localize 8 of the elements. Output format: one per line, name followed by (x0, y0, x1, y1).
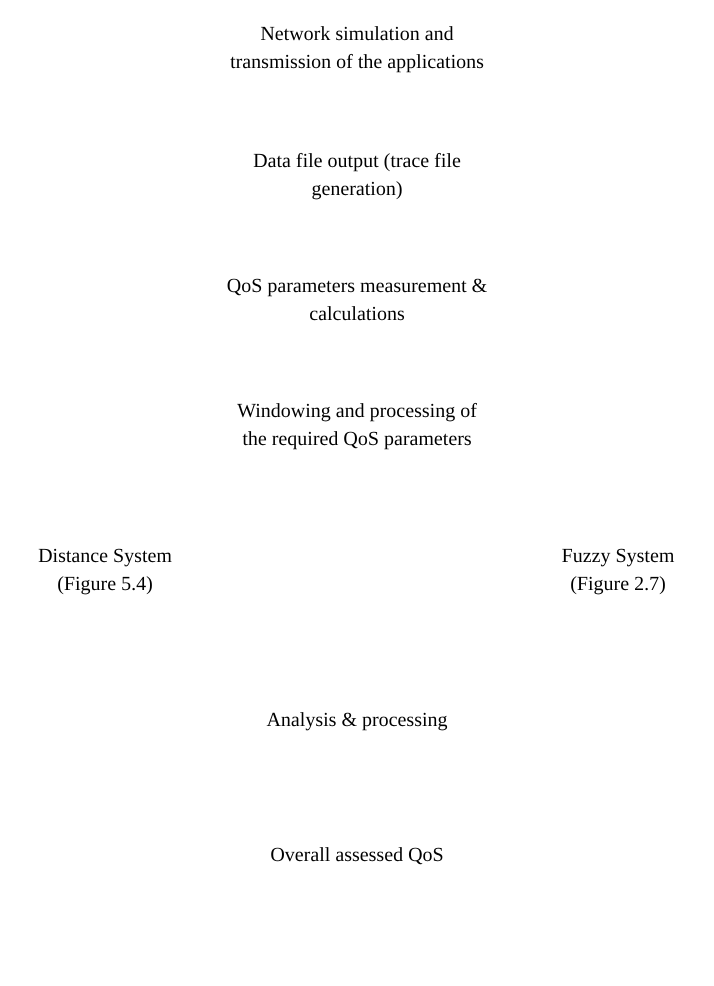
step-text: Distance System (Figure 5.4) (37, 544, 173, 597)
step-text: QoS parameters measurement & calculations (226, 274, 488, 327)
step-text: Network simulation and transmission of the applications (229, 22, 485, 75)
step-text: Windowing and processing of the required QoS parameters (236, 399, 478, 452)
step-text: Data file output (trace file generation) (252, 149, 462, 202)
step-text: Fuzzy System (Figure 2.7) (560, 544, 676, 597)
step-text: Analysis & processing (265, 708, 449, 733)
step-text: Overall assessed QoS (269, 843, 445, 868)
